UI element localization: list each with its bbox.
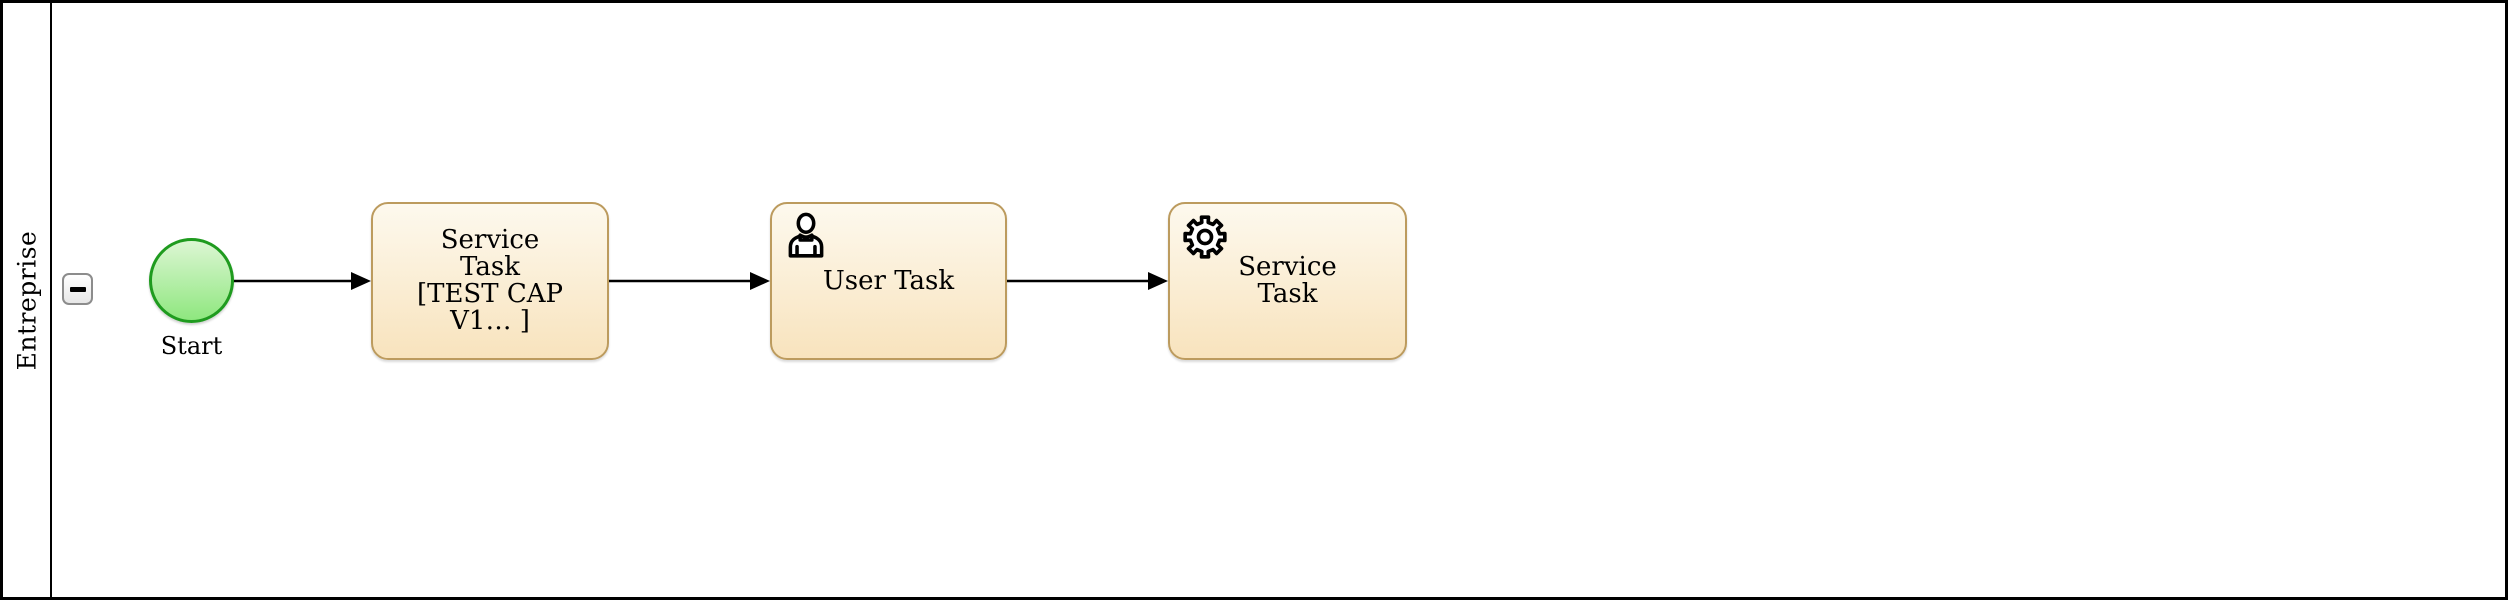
task-label-line: Service	[1238, 252, 1337, 282]
sequence-flow-arrow-2[interactable]	[609, 272, 770, 290]
task-label-line: User Task	[822, 265, 955, 296]
lane-collapse-button[interactable]	[62, 273, 93, 305]
user-icon	[788, 212, 824, 258]
task-user[interactable]: User Task	[770, 202, 1007, 360]
task-service-2[interactable]: Service Task	[1168, 202, 1407, 360]
minus-icon	[69, 286, 86, 292]
task-label: User Task	[822, 265, 955, 296]
task-label-line: [TEST CAP	[416, 279, 564, 309]
sequence-flow-arrow-3[interactable]	[1007, 272, 1168, 290]
task-service-1[interactable]: Service Task [TEST CAP V1… ]	[371, 202, 609, 360]
lane-header[interactable]: Entreprise	[3, 3, 52, 597]
task-label-line: V1… ]	[450, 306, 530, 336]
task-label-line: Service	[440, 225, 540, 255]
gear-icon	[1183, 215, 1227, 259]
task-label-line: Task	[460, 252, 520, 282]
sequence-flow-arrow-1[interactable]	[233, 272, 371, 290]
start-event-label: Start	[160, 332, 223, 360]
task-label: Service Task [TEST CAP V1… ]	[417, 227, 563, 335]
start-event[interactable]	[149, 238, 234, 323]
task-label: Service Task	[1238, 254, 1337, 308]
task-label-line: Task	[1257, 279, 1318, 309]
lane-label: Entreprise	[12, 230, 41, 370]
